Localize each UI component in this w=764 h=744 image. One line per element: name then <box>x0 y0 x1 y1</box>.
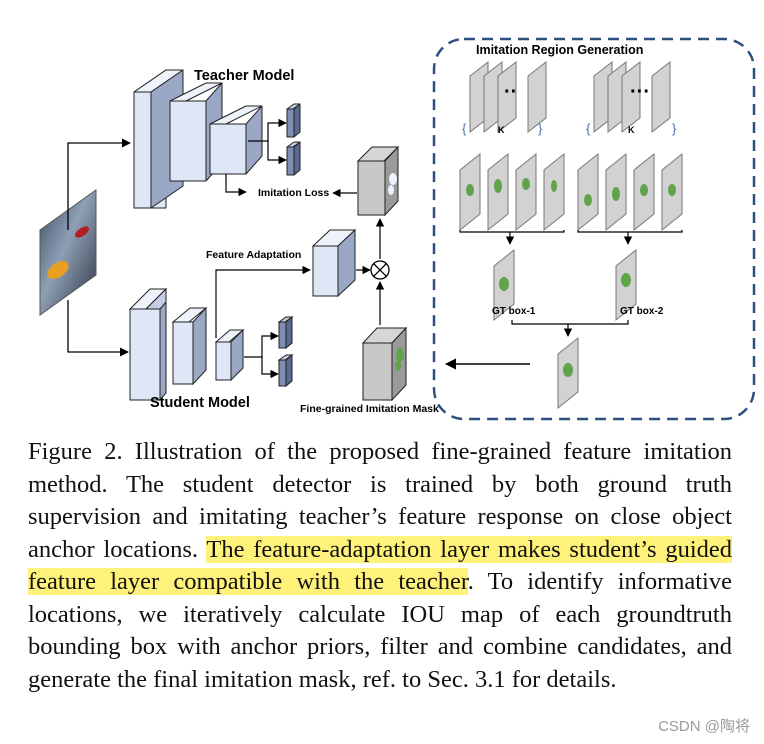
feature-adaptation-block <box>311 228 357 298</box>
teacher-heads-lines <box>225 118 287 197</box>
caption-part-2: . To identify informative locations, we … <box>28 568 732 693</box>
mask-label: Fine-grained Imitation Mask <box>300 403 439 415</box>
input-connectors <box>67 138 131 357</box>
caption-part-1: Figure 2. Illustration of the proposed f… <box>28 438 732 563</box>
figure-caption: Figure 2. Illustration of the proposed f… <box>28 436 733 696</box>
student-model-label: Student Model <box>150 395 250 411</box>
anchor-stack-right <box>593 60 671 134</box>
combine-lines <box>459 230 683 245</box>
k-right: K <box>628 125 635 135</box>
k-left: K <box>498 125 505 135</box>
iou-map-highlights <box>466 178 676 206</box>
anchor-stack-left <box>469 60 547 134</box>
region-generation-box <box>432 37 756 421</box>
bracket-right-open: { <box>586 121 591 136</box>
dots-left: ·· <box>504 81 517 103</box>
imitation-loss-label: Imitation Loss <box>258 187 329 199</box>
bracket-left-close: } <box>538 121 543 136</box>
gt-box-1-label: GT box-1 <box>492 306 536 317</box>
multiply-node <box>370 260 390 280</box>
imitation-mask-block <box>361 326 408 402</box>
input-image <box>39 189 97 316</box>
final-mask-map <box>557 336 579 410</box>
watermark: CSDN @陶将 <box>658 718 750 735</box>
teacher-feature-block <box>356 145 400 217</box>
merge-lines <box>511 320 629 337</box>
dots-right: ··· <box>630 81 650 103</box>
teacher-network <box>133 69 301 209</box>
iou-maps <box>459 152 683 232</box>
gt-box-1-map <box>493 248 515 322</box>
adaptation-connectors <box>215 265 371 338</box>
gt-box-2-map <box>615 248 637 322</box>
bracket-left-open: { <box>462 121 467 136</box>
student-network <box>128 287 294 402</box>
bracket-right-close: } <box>672 121 677 136</box>
figure-diagram: Teacher Model Imitation Loss Feature Ada… <box>39 37 756 421</box>
gt-box-2-label: GT box-2 <box>620 306 664 317</box>
feature-adaptation-label: Feature Adaptation <box>206 249 301 261</box>
student-heads-lines <box>244 331 279 379</box>
teacher-model-label: Teacher Model <box>194 68 294 84</box>
region-title: Imitation Region Generation <box>476 43 643 57</box>
